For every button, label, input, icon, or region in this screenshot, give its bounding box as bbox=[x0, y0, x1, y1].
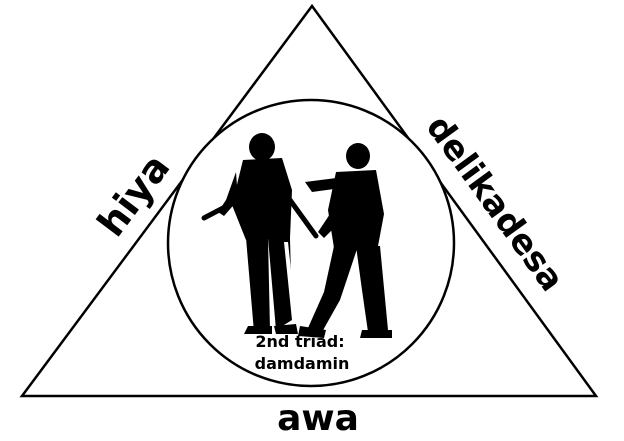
triangle-outline bbox=[19, 3, 599, 398]
sparring-figures-illustration bbox=[201, 133, 392, 338]
label-bottom-awa: awa bbox=[277, 398, 359, 439]
center-caption-line2: damdamin bbox=[255, 354, 350, 373]
center-caption-line1: 2nd triad: bbox=[255, 332, 344, 351]
stick-left bbox=[201, 193, 249, 221]
left-figure bbox=[218, 133, 298, 334]
right-figure bbox=[298, 143, 392, 338]
label-left-hiya: hiya bbox=[89, 146, 179, 245]
stick-right bbox=[287, 197, 319, 239]
